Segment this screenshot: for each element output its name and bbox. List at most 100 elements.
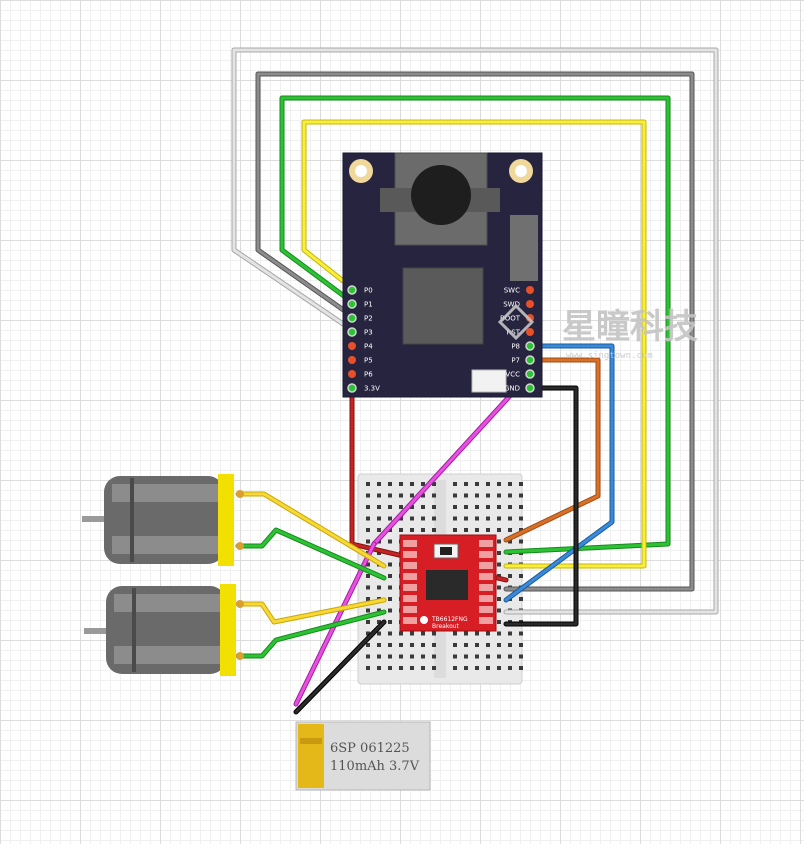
breadboard-hole: [377, 631, 381, 636]
driver-name-line1: TB6612FNG: [431, 616, 468, 623]
breadboard-hole: [453, 516, 457, 521]
breadboard-hole: [475, 631, 479, 636]
breadboard-hole: [453, 654, 457, 659]
breadboard-hole: [388, 666, 392, 670]
pin-swc: [526, 286, 534, 294]
breadboard-hole: [388, 643, 392, 647]
breadboard-holes: [366, 482, 523, 670]
pin-label: P7: [511, 357, 520, 365]
breadboard-hole: [377, 643, 381, 647]
breadboard-hole: [508, 505, 512, 509]
breadboard-hole: [421, 528, 425, 532]
breadboard-hole: [486, 666, 490, 670]
breadboard-hole: [519, 654, 523, 659]
breadboard-hole: [519, 528, 523, 532]
breadboard-hole: [519, 539, 523, 544]
breadboard-hole: [475, 493, 479, 498]
pin-p1: [347, 299, 357, 309]
breadboard-hole: [508, 631, 512, 636]
pin-label: P1: [364, 301, 373, 309]
connector: [471, 369, 507, 393]
breadboard-hole: [497, 528, 501, 532]
breadboard-hole: [421, 654, 425, 659]
breadboard-hole: [508, 666, 512, 670]
breadboard-hole: [497, 539, 501, 544]
breadboard-hole: [432, 654, 436, 659]
battery-label-line2: 110mAh 3.7V: [330, 759, 420, 774]
motor-1: [82, 474, 244, 566]
breadboard-hole: [366, 643, 370, 647]
breadboard-hole: [366, 505, 370, 509]
driver-ic: [426, 570, 468, 600]
breadboard-hole: [486, 482, 490, 486]
breadboard-hole: [410, 505, 414, 509]
motor-1-cap: [218, 474, 234, 566]
breadboard-hole: [388, 539, 392, 544]
breadboard-hole: [432, 528, 436, 532]
breadboard-hole: [508, 482, 512, 486]
breadboard-hole: [388, 574, 392, 578]
breadboard-hole: [497, 482, 501, 486]
breadboard-hole: [497, 516, 501, 521]
breadboard-hole: [366, 539, 370, 544]
breadboard-hole: [399, 528, 403, 532]
breadboard-hole: [497, 643, 501, 647]
pin-label: P5: [364, 357, 373, 365]
breadboard-hole: [410, 528, 414, 532]
breadboard-hole: [366, 528, 370, 532]
breadboard-hole: [377, 505, 381, 509]
breadboard-hole: [388, 608, 392, 613]
breadboard-hole: [475, 482, 479, 486]
breadboard-hole: [377, 608, 381, 613]
motor-1-terminal-bottom: [236, 542, 244, 550]
breadboard-hole: [519, 574, 523, 578]
breadboard-hole: [432, 493, 436, 498]
driver-pad: [479, 617, 493, 624]
pin-p7: [525, 355, 535, 365]
pin-rst: [526, 328, 534, 336]
watermark-url: www.singtown.com: [566, 351, 653, 361]
breadboard-hole: [486, 505, 490, 509]
driver-pad: [479, 562, 493, 569]
breadboard-hole: [366, 631, 370, 636]
breadboard-hole: [508, 516, 512, 521]
breadboard-hole: [432, 643, 436, 647]
breadboard-hole: [388, 562, 392, 567]
breadboard-hole: [410, 666, 414, 670]
breadboard-hole: [475, 528, 479, 532]
pin-label: P4: [364, 343, 373, 351]
driver-pad: [403, 584, 417, 591]
breadboard-hole: [421, 516, 425, 521]
pin-label: P2: [364, 315, 373, 323]
pin-label: GND: [504, 385, 520, 393]
driver-pad: [479, 540, 493, 547]
breadboard-hole: [453, 505, 457, 509]
pin-3.3v: [347, 383, 357, 393]
pin-p3: [347, 327, 357, 337]
sd-slot: [510, 215, 538, 281]
breadboard-hole: [366, 562, 370, 567]
breadboard-hole: [421, 482, 425, 486]
breadboard-hole: [377, 493, 381, 498]
breadboard-hole: [366, 574, 370, 578]
breadboard-hole: [421, 493, 425, 498]
breadboard-hole: [464, 516, 468, 521]
pin-p0: [347, 285, 357, 295]
breadboard-hole: [508, 539, 512, 544]
breadboard-hole: [399, 505, 403, 509]
breadboard-hole: [519, 482, 523, 486]
breadboard-hole: [410, 493, 414, 498]
breadboard-hole: [366, 493, 370, 498]
breadboard-hole: [366, 620, 370, 624]
breadboard-hole: [399, 643, 403, 647]
pin-p4: [348, 342, 356, 350]
breadboard-hole: [366, 482, 370, 486]
breadboard-hole: [366, 516, 370, 521]
breadboard-hole: [388, 620, 392, 624]
breadboard-hole: [377, 585, 381, 590]
breadboard-hole: [486, 631, 490, 636]
driver-pad: [403, 595, 417, 602]
breadboard-hole: [366, 597, 370, 601]
camera-lens-icon: [411, 165, 471, 225]
